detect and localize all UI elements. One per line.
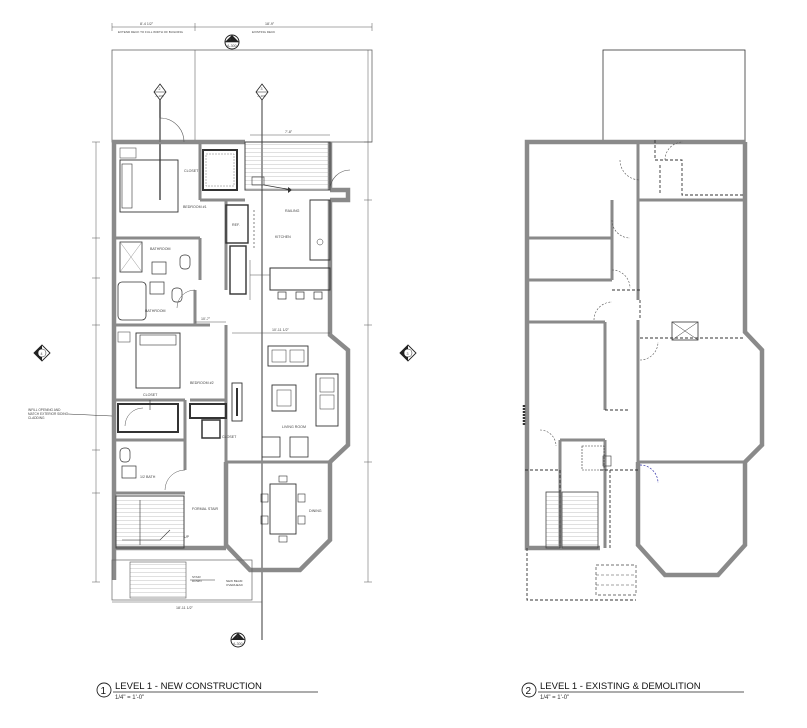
marker-4-a300: 4 (33, 344, 51, 362)
plan-new-construction: 8'-4 1/2" 18'-9" EXTEND DECK TO FULL WID… (28, 22, 417, 701)
coffee-table (271, 384, 297, 412)
plan-existing-demolition: 2 LEVEL 1 - EXISTING & DEMOLITION 1/4" =… (521, 49, 765, 701)
existing-deck (602, 49, 746, 143)
svg-text:10'-11 1/2": 10'-11 1/2" (272, 328, 290, 332)
room-closet-a: CLOSET (184, 169, 199, 173)
existing-door-swings (539, 141, 684, 447)
sofa-2 (315, 373, 339, 427)
existing-stair-b (561, 491, 599, 549)
room-bedroom-1: BEDROOM #1 (183, 205, 207, 209)
svg-text:A-300: A-300 (233, 642, 243, 646)
existing-interior-walls (527, 142, 745, 548)
svg-text:4: 4 (41, 352, 43, 356)
title-block-1: 1 LEVEL 1 - NEW CONSTRUCTION 1/4" = 1'-0… (96, 681, 318, 701)
svg-text:3: 3 (261, 87, 263, 91)
svg-text:7'-8": 7'-8" (285, 130, 293, 134)
dim-top-left: 8'-4 1/2" (140, 22, 154, 26)
plan-2-scale: 1/4" = 1'-0" (540, 695, 569, 701)
room-kitchen: KITCHEN (275, 235, 291, 239)
existing-stair-a (545, 491, 561, 549)
label-ref: REF. (232, 223, 240, 227)
left-dimension-string (92, 141, 100, 583)
rear-door-swing (329, 169, 351, 191)
svg-text:10'-7": 10'-7" (201, 317, 211, 321)
bed-1 (119, 159, 179, 213)
note-extend-deck: EXTEND DECK TO FULL WIDTH OF BUILDING (118, 30, 184, 34)
svg-text:1: 1 (229, 37, 231, 41)
note-up: UP (184, 535, 190, 539)
svg-text:A-100: A-100 (258, 94, 266, 98)
plan-1-title: LEVEL 1 - NEW CONSTRUCTION (115, 681, 262, 692)
svg-text:2: 2 (237, 635, 239, 639)
room-bedroom-2: BEDROOM #2 (190, 381, 214, 385)
plan-1-number: 1 (101, 686, 107, 697)
bed-2 (135, 332, 181, 389)
section-marker-top: 1 A-300 (224, 34, 240, 50)
dining-table (269, 483, 297, 535)
shower-a (119, 241, 143, 273)
existing-front-steps (595, 564, 637, 596)
room-closet-c: CLOSET (222, 435, 237, 439)
room-bathroom-a: BATHROOM (150, 247, 171, 251)
room-formal-stair: FORMAL STAIR (192, 507, 219, 511)
room-bathroom-b: BATHROOM (145, 309, 166, 313)
refrigerator (225, 204, 249, 244)
tub-b (117, 281, 147, 321)
closet-b-box (117, 403, 179, 433)
marker-2-a100: 2 A-100 (153, 83, 167, 101)
plan-1-scale: 1/4" = 1'-0" (115, 695, 144, 701)
room-half-bath: 1/2 BATH (140, 475, 156, 479)
note-railing: RAILING (285, 209, 300, 213)
rear-deck (111, 49, 373, 143)
right-dimension-string (364, 50, 372, 583)
closet-a-box (202, 149, 238, 191)
room-closet-b: CLOSET (143, 393, 158, 397)
sofa (267, 345, 309, 367)
marker-2-a300-bottom: 2 A-300 (230, 632, 246, 648)
demo-fixture (671, 321, 699, 341)
svg-text:3: 3 (407, 352, 409, 356)
note-existing-deck: EXISTING DECK (252, 30, 275, 34)
note-wall-opening: INFILL OPENING AND MATCH EXTERIOR SIDING… (28, 408, 69, 420)
svg-text:A-100: A-100 (156, 94, 164, 98)
room-dining: DINING (309, 509, 322, 513)
formal-stair (115, 495, 185, 549)
title-block-2: 2 LEVEL 1 - EXISTING & DEMOLITION 1/4" =… (521, 681, 744, 701)
svg-text:A-300: A-300 (227, 44, 237, 48)
top-dimension-string (111, 23, 373, 31)
svg-text:18'-11 1/2": 18'-11 1/2" (176, 606, 194, 610)
plan-2-title: LEVEL 1 - EXISTING & DEMOLITION (540, 681, 701, 692)
kitchen-island (269, 267, 331, 291)
front-porch (111, 559, 253, 601)
deck-door-swing (159, 117, 185, 143)
marker-3-a300: 3 (399, 344, 417, 362)
plan-2-number: 2 (526, 686, 532, 697)
rear-stair (244, 141, 331, 191)
svg-text:2: 2 (159, 87, 161, 91)
dim-top-right: 18'-9" (265, 22, 275, 26)
marker-3-a100: 3 A-100 (255, 83, 269, 101)
room-living: LIVING ROOM (282, 425, 306, 429)
interior-walls (114, 142, 330, 495)
